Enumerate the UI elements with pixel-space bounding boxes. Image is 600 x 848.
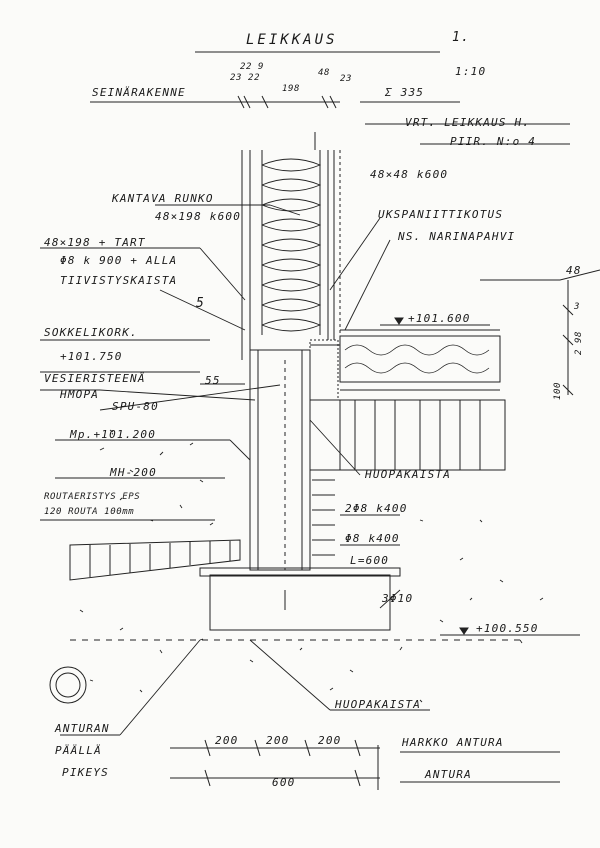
floor-plate: NS. NARINAPAHVI: [398, 230, 516, 243]
frame-dim: 48×198 k600: [155, 210, 242, 223]
plinth-label: SOKKELIKORK.: [44, 326, 138, 339]
wall-layers: [241, 132, 341, 360]
footing-block: [199, 567, 401, 631]
dim-600: 600: [272, 776, 296, 789]
dim-200-a: 200: [215, 734, 239, 747]
soil-hatch: [70, 429, 544, 703]
frame-label: KANTAVA RUNKO: [112, 192, 214, 205]
drain-pipe: [49, 666, 87, 704]
block-wall: [309, 399, 506, 471]
frost-insulation: [69, 539, 241, 581]
dim-48: 48: [318, 68, 331, 78]
block-type: MH-200: [110, 466, 157, 479]
block-footing: HARKKO ANTURA: [402, 736, 504, 749]
dim-100: 100: [553, 381, 563, 400]
dim-200-b: 200: [266, 734, 290, 747]
ref-section: VRT. LEIKKAUS H.: [405, 116, 531, 129]
frost-insulation-label: ROUTAERISTYS EPS: [44, 492, 141, 502]
footing-label-2: PÄÄLLÄ: [55, 744, 102, 757]
waterproof-label: VESIERISTEENÄ: [44, 372, 146, 385]
insulation-hatch: [261, 158, 322, 332]
dim-5: 5: [196, 296, 206, 311]
footing-label-3: PIKEYS: [62, 766, 109, 779]
rebar-phi8: Φ8 k400: [345, 532, 400, 545]
dim-200-c: 200: [318, 734, 342, 747]
spu-label: SPU-80: [112, 400, 159, 413]
floor-level: +101.600: [408, 312, 471, 325]
dim-22-9: 22 9: [240, 62, 265, 72]
footing-level: +100.550: [476, 622, 539, 635]
drawing-title: LEIKKAUS: [246, 32, 338, 48]
vent-strip: HUOPAKAISTA: [365, 468, 452, 481]
dim-98: 2 98: [574, 330, 584, 355]
scale-label: 1:10: [455, 65, 487, 78]
dim-3: 3: [574, 302, 581, 312]
ref-drawing: PIIR. N:o 4: [450, 135, 537, 148]
rebar-2phi8: 2Φ8 k400: [345, 502, 408, 515]
anchor-label: Φ8 k 900 + ALLA: [60, 254, 178, 267]
footing-label: ANTURA: [425, 768, 472, 781]
wind-board: UKSPANIITTIKOTUS: [378, 208, 504, 221]
cavity-label: HMOPA: [60, 388, 100, 401]
dim-23-22: 23 22: [230, 73, 261, 83]
wall-total: Σ 335: [385, 86, 425, 99]
rebar-length: L=600: [350, 554, 390, 567]
dim-right-48: 48: [566, 264, 582, 277]
sheet-number: 1.: [452, 30, 471, 45]
plinth-wall: [249, 339, 340, 571]
rebar-3phi10: 3Φ10: [382, 592, 414, 605]
stud-48x48: 48×48 k600: [370, 168, 449, 181]
dim-55: 55: [205, 374, 221, 387]
wall-structure-label: SEINÄRAKENNE: [92, 86, 186, 99]
plate-48x198: 48×198 + TART: [44, 236, 146, 249]
felt-strip: HUOPAKAISTA: [335, 698, 422, 711]
dim-23: 23: [340, 74, 353, 84]
block-level: Mp.+101.200: [70, 428, 157, 441]
footing-dimensions: [170, 739, 560, 790]
floor-construction: [339, 329, 501, 391]
dim-198: 198: [282, 84, 301, 94]
seal-strip: TIIVISTYSKAISTA: [60, 274, 178, 287]
footing-label-1: ANTURAN: [55, 722, 110, 735]
frost-insulation-dim: 120 ROUTA 100mm: [44, 507, 135, 517]
plinth-level: +101.750: [60, 350, 123, 363]
leader-lines: [40, 204, 430, 736]
